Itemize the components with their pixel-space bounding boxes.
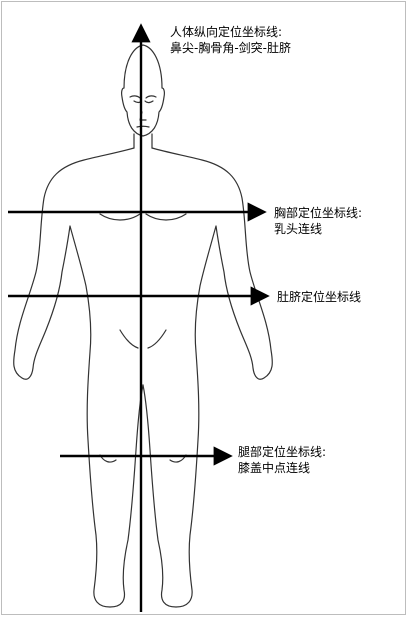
chest-axis-label-line1: 胸部定位坐标线: bbox=[274, 205, 362, 221]
vertical-axis-label: 人体纵向定位坐标线: 鼻尖-胸骨角-剑突-肚脐 bbox=[170, 24, 291, 56]
coordinate-lines bbox=[8, 28, 265, 612]
vertical-axis-label-line2: 鼻尖-胸骨角-剑突-肚脐 bbox=[170, 40, 291, 56]
navel-axis-label: 肚脐定位坐标线 bbox=[277, 289, 361, 305]
leg-axis-label: 腿部定位坐标线: 膝盖中点连线 bbox=[238, 444, 326, 476]
leg-axis-label-line2: 膝盖中点连线 bbox=[238, 460, 326, 476]
head-outline bbox=[122, 45, 165, 136]
torso-outline bbox=[14, 148, 143, 607]
navel-axis-label-line1: 肚脐定位坐标线 bbox=[277, 289, 361, 305]
chest-axis-label: 胸部定位坐标线: 乳头连线 bbox=[274, 205, 362, 237]
vertical-axis-label-line1: 人体纵向定位坐标线: bbox=[170, 24, 291, 40]
chest-axis-label-line2: 乳头连线 bbox=[274, 221, 362, 237]
torso-outline-right bbox=[143, 148, 272, 607]
face-features bbox=[130, 96, 156, 127]
chest-details bbox=[100, 214, 186, 348]
human-figure-outline bbox=[14, 45, 273, 607]
leg-axis-label-line1: 腿部定位坐标线: bbox=[238, 444, 326, 460]
